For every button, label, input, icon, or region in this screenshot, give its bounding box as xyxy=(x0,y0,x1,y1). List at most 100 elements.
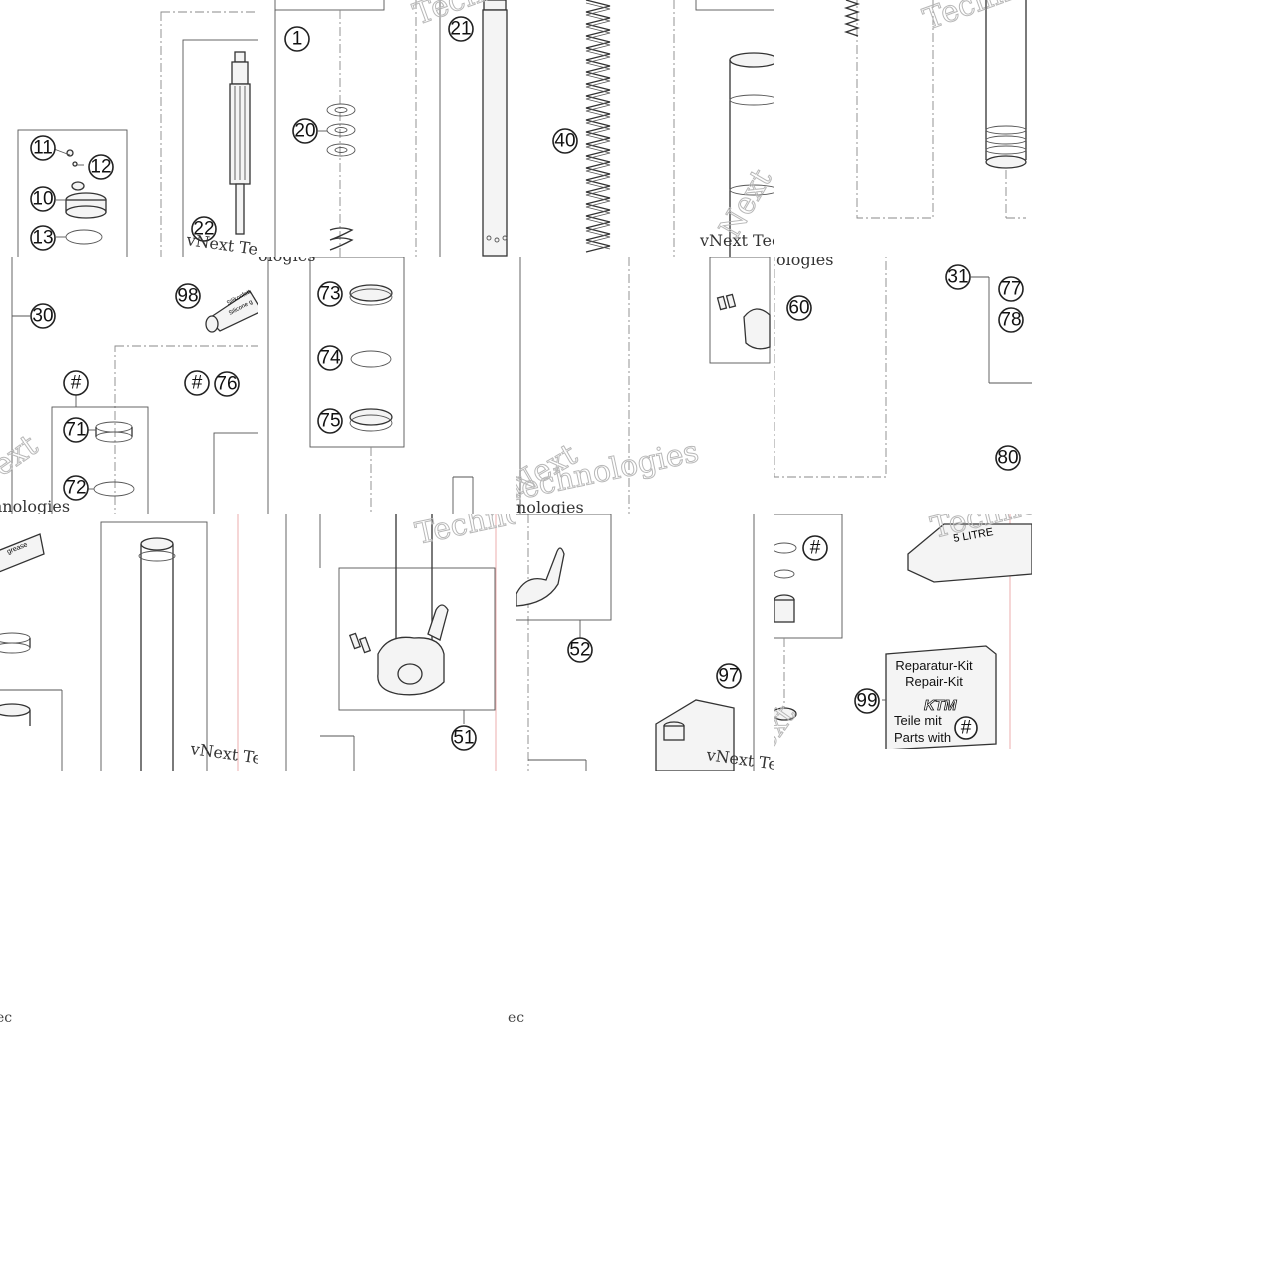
tile-i-drawing: grease vNext Tec xyxy=(0,514,258,771)
tile-b-drawing: 1 20 21 Technologies xyxy=(274,0,516,257)
kit-parts-de: Teile mit xyxy=(894,713,942,728)
watermark-vnext-3: vNext Tec xyxy=(188,739,258,769)
svg-text:72: 72 xyxy=(65,478,86,499)
bushing xyxy=(0,632,31,726)
watermark-next: Next xyxy=(0,428,44,499)
svg-text:97: 97 xyxy=(718,666,739,687)
svg-text:10: 10 xyxy=(32,189,53,210)
fragment-left: ec xyxy=(0,1010,13,1026)
callout-98: 98 xyxy=(175,283,201,309)
oil-can: 5 LITRE xyxy=(907,523,1032,583)
svg-text:75: 75 xyxy=(319,411,340,432)
tile-h-drawing: 60 31 77 78 80 ologies xyxy=(774,257,1032,478)
diagram-tile-h: 60 31 77 78 80 ologies xyxy=(774,257,1032,514)
svg-text:98: 98 xyxy=(177,286,198,307)
fragment-middle: ec xyxy=(508,1010,525,1026)
diagram-tile-c: 40 vNext Tec Next xyxy=(516,0,774,257)
callout-hash-3: # xyxy=(802,535,828,561)
callout-52: 52 xyxy=(567,637,593,663)
fork-spring xyxy=(585,0,611,253)
oil-seal xyxy=(349,408,393,432)
callout-12: 12 xyxy=(88,154,114,180)
diagram-tile-f: 73 74 75 ologies xyxy=(258,257,516,514)
axle-clamp-partial xyxy=(516,547,565,607)
callout-31: 31 xyxy=(945,264,971,290)
diagram-tile-i: grease vNext Tec xyxy=(0,514,258,771)
svg-text:#: # xyxy=(192,373,203,394)
callout-73: 73 xyxy=(317,281,343,307)
svg-text:31: 31 xyxy=(947,267,968,288)
kit-title-en: Repair-Kit xyxy=(905,674,963,689)
callout-1: 1 xyxy=(284,26,310,52)
ktm-logo: KTM xyxy=(924,697,957,714)
svg-text:20: 20 xyxy=(294,121,315,142)
guide-bushing xyxy=(93,421,135,497)
small-spring xyxy=(329,227,354,251)
watermark-technologies-4: Technologies xyxy=(412,514,516,552)
callout-99: 99 xyxy=(854,688,880,714)
callout-10: 10 xyxy=(30,186,56,212)
svg-text:30: 30 xyxy=(32,306,53,327)
diagram-tile-j: 51 Technologies xyxy=(258,514,516,771)
watermark-vn-2: Next xyxy=(774,699,802,749)
oil-bottle xyxy=(655,699,735,771)
cap-nut xyxy=(65,149,107,245)
callout-78: 78 xyxy=(998,307,1024,333)
svg-text:60: 60 xyxy=(788,298,809,319)
piston-rod xyxy=(229,51,251,235)
svg-text:52: 52 xyxy=(569,640,590,661)
svg-text:11: 11 xyxy=(33,138,53,159)
seal-kit-parts xyxy=(774,542,797,721)
callout-11: 11 xyxy=(30,135,56,161)
callout-97: 97 xyxy=(716,663,742,689)
watermark-ologies-2: ologies xyxy=(776,257,833,269)
fork-tube xyxy=(695,0,774,257)
dust-seal xyxy=(349,284,393,306)
tile-j-drawing: 51 Technologies xyxy=(285,514,516,771)
callout-40: 40 xyxy=(552,128,578,154)
tile-d-drawing: Techno xyxy=(843,0,1032,219)
watermark-nologies: nologies xyxy=(516,498,584,514)
shims xyxy=(326,103,356,157)
kit-title-de: Reparatur-Kit xyxy=(895,658,973,673)
callout-74: 74 xyxy=(317,345,343,371)
svg-text:73: 73 xyxy=(319,284,340,305)
svg-text:78: 78 xyxy=(1000,310,1021,331)
callout-75: 75 xyxy=(317,408,343,434)
svg-text:71: 71 xyxy=(65,420,86,441)
callout-51: 51 xyxy=(451,725,477,751)
callout-76: 76 xyxy=(214,371,240,397)
svg-text:80: 80 xyxy=(997,448,1018,469)
axle-clamp-edge xyxy=(709,257,771,364)
repair-kit-box: Reparatur-Kit Repair-Kit KTM Teile mit P… xyxy=(885,645,997,749)
svg-text:77: 77 xyxy=(1000,279,1021,300)
svg-text:13: 13 xyxy=(32,228,53,249)
diagram-tile-d: Techno xyxy=(774,0,1032,257)
damper-rod xyxy=(482,0,508,257)
callout-20: 20 xyxy=(292,118,318,144)
callout-72: 72 xyxy=(63,475,89,501)
callout-71: 71 xyxy=(63,417,89,443)
svg-text:22: 22 xyxy=(193,219,214,240)
svg-text:1: 1 xyxy=(292,29,303,50)
watermark-technologies-3: Technologies xyxy=(516,434,702,510)
callout-hash-1: # xyxy=(63,370,89,396)
svg-text:74: 74 xyxy=(319,348,341,369)
tile-l-drawing: 5 LITRE Reparatur-Kit Repair-Kit KTM Tei… xyxy=(774,514,1032,749)
watermark-ologies: ologies xyxy=(258,257,315,265)
callout-21: 21 xyxy=(448,16,474,42)
watermark-vnext: vNext Tec xyxy=(184,230,258,257)
diagram-tile-e: Silikonfett Silicone g 30 98 # # 76 71 7… xyxy=(0,257,258,514)
svg-text:#: # xyxy=(71,373,82,394)
tile-a-drawing: 11 12 10 13 22 vNext Tec xyxy=(17,11,258,257)
svg-text:#: # xyxy=(961,718,972,739)
outer-tube xyxy=(138,537,176,771)
tile-f-drawing: 73 74 75 ologies xyxy=(258,257,474,514)
grease-bag: grease xyxy=(0,533,45,573)
silicone-tube: Silikonfett Silicone g xyxy=(205,289,258,333)
tile-e-drawing: Silikonfett Silicone g 30 98 # # 76 71 7… xyxy=(0,257,258,514)
diagram-tile-g: nologies Next Technologies xyxy=(516,257,774,514)
tile-k-drawing: 52 97 vNext Tec xyxy=(516,514,774,771)
diagram-tile-l: 5 LITRE Reparatur-Kit Repair-Kit KTM Tei… xyxy=(774,514,1032,749)
callout-80: 80 xyxy=(995,445,1021,471)
